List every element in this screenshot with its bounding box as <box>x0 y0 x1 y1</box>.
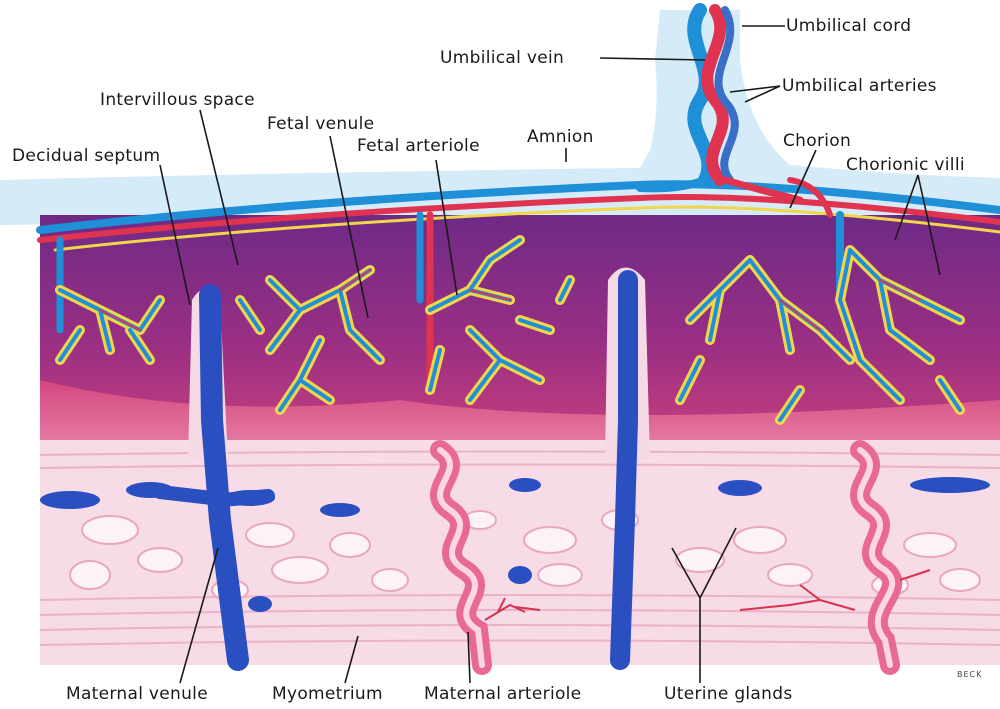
label-chorion: Chorion <box>783 131 851 151</box>
label-fetal-venule: Fetal venule <box>267 114 374 134</box>
label-chorionic-villi: Chorionic villi <box>846 155 965 175</box>
label-umbilical-vein: Umbilical vein <box>440 48 564 68</box>
label-myometrium: Myometrium <box>272 684 383 704</box>
artist-signature: BECK <box>957 670 982 679</box>
myometrium-region <box>40 440 1000 665</box>
label-fetal-arteriole: Fetal arteriole <box>357 136 480 156</box>
label-umbilical-arteries: Umbilical arteries <box>782 76 937 96</box>
label-umbilical-cord: Umbilical cord <box>786 16 911 36</box>
label-decidual-septum: Decidual septum <box>12 146 160 166</box>
label-maternal-arteriole: Maternal arteriole <box>424 684 581 704</box>
label-uterine-glands: Uterine glands <box>664 684 792 704</box>
label-maternal-venule: Maternal venule <box>66 684 208 704</box>
label-intervillous-space: Intervillous space <box>100 90 255 110</box>
label-amnion: Amnion <box>527 127 594 147</box>
